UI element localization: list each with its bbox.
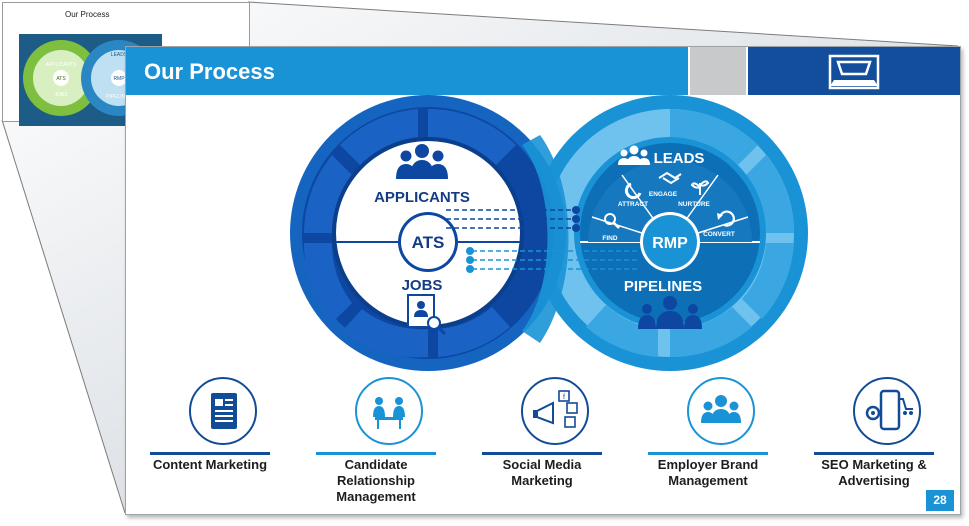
people-icon (701, 395, 741, 423)
stage-label-find: FIND (602, 235, 617, 242)
facebook-glyph: f (563, 394, 565, 401)
stage-label-nurture: NURTURE (678, 201, 710, 208)
megaphone-icon: f (533, 390, 578, 428)
mobile-cart-icon (865, 389, 913, 431)
slide: Our Process (125, 46, 961, 515)
thumb-mini-rmp: RMP (113, 76, 125, 82)
thumb-mini-applicants: APPLICANTS (45, 62, 77, 68)
service-divider (814, 452, 934, 455)
pipelines-label: PIPELINES (624, 278, 702, 295)
thumb-mini-jobs: JOBS (54, 92, 68, 98)
thumb-mini-leads: LEADS (111, 52, 128, 58)
service-divider (150, 452, 270, 455)
stage-label-engage: ENGAGE (649, 191, 678, 198)
thumb-mini-ats: ATS (56, 76, 66, 82)
process-diagram: FIND ATTRACT ENGAGE NURTURE CONVERT APPL… (290, 95, 808, 371)
plant-icon (690, 180, 710, 195)
thumb-mini-pipelines: PIPELINES (106, 94, 133, 100)
leads-people-icon (618, 145, 650, 165)
header-navy-block (748, 47, 960, 95)
service-divider (648, 452, 768, 455)
handshake-icon (658, 171, 682, 185)
service-name: SEO Marketing & Advertising (821, 457, 927, 488)
leads-label: LEADS (654, 150, 705, 167)
service-name: Employer Brand Management (657, 457, 759, 488)
stage-label-convert: CONVERT (703, 231, 735, 238)
header-grey-block (690, 47, 746, 95)
meeting-icon (373, 397, 405, 429)
rmp-ring (532, 95, 808, 371)
title-bar: Our Process (126, 47, 688, 95)
service-divider (482, 452, 602, 455)
jobs-label: JOBS (402, 277, 443, 294)
group-icon (396, 144, 448, 179)
ats-center-label: ATS (412, 233, 445, 252)
service-divider (316, 452, 436, 455)
service-icon-circle (853, 377, 921, 445)
thumbnail-title: Our Process (65, 10, 110, 19)
slide-title: Our Process (144, 59, 275, 84)
service-icon-circle (687, 377, 755, 445)
rmp-center-label: RMP (652, 235, 688, 252)
resume-search-icon (407, 294, 447, 336)
service-icon-circle (355, 377, 423, 445)
service-name: Social Media Marketing (502, 457, 582, 488)
magnet-icon (624, 182, 642, 200)
refresh-icon (717, 210, 735, 227)
service-name: Content Marketing (152, 457, 268, 472)
document-icon (211, 393, 237, 429)
applicants-label: APPLICANTS (374, 189, 470, 206)
ats-ring (290, 95, 566, 371)
service-name: Candidate Relationship Management (336, 457, 416, 504)
service-icon-circle: f (521, 377, 589, 445)
service-icon-circle (189, 377, 257, 445)
laptop-logo-icon (828, 54, 880, 90)
pipelines-people-icon (638, 296, 702, 329)
overlap-swoosh (522, 135, 569, 343)
magnifier-icon (604, 213, 620, 229)
stage-label-attract: ATTRACT (618, 201, 648, 208)
ats-to-rmp-connectors (446, 206, 640, 273)
page-number: 28 (926, 490, 954, 511)
